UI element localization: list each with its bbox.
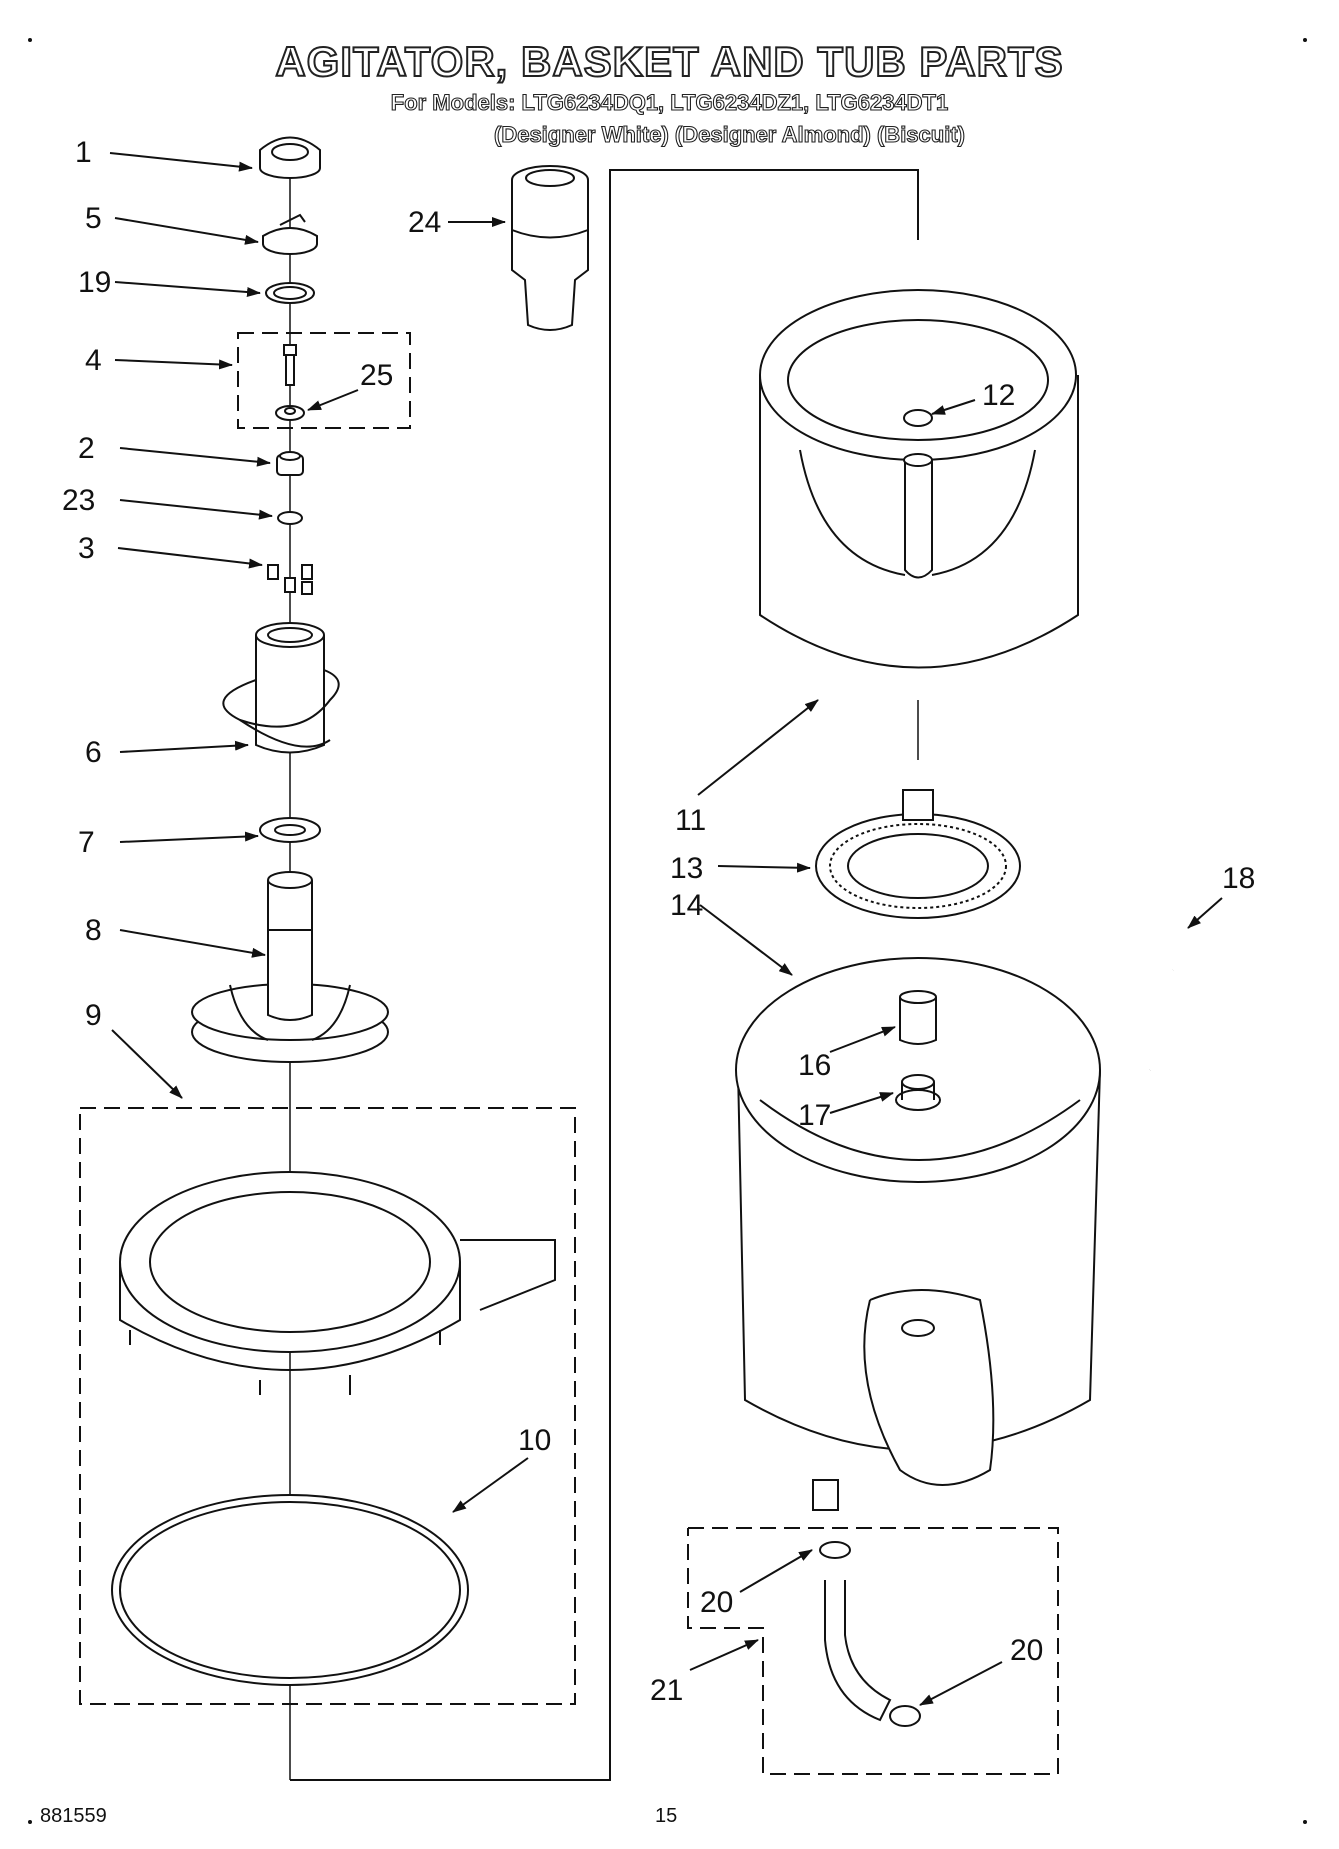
callout-17: 17 bbox=[798, 1099, 831, 1132]
callout-24: 24 bbox=[408, 206, 441, 239]
part-11-basket bbox=[759, 289, 1079, 669]
part-17-seal bbox=[895, 1074, 941, 1111]
variants-line: (Designer White) (Designer Almond) (Bisc… bbox=[493, 121, 965, 147]
callout-14: 14 bbox=[670, 889, 703, 922]
part-13-hub bbox=[815, 789, 1021, 919]
part-6-auger bbox=[222, 622, 340, 754]
part-8-agitator-base bbox=[191, 871, 389, 1063]
callout-3: 3 bbox=[78, 532, 95, 565]
callout-12: 12 bbox=[982, 379, 1015, 412]
callout-19: 19 bbox=[78, 266, 111, 299]
callout-18: 18 bbox=[1222, 862, 1255, 895]
callout-2: 2 bbox=[78, 432, 95, 465]
page-number: 15 bbox=[655, 1805, 678, 1827]
part-3-dogs bbox=[267, 564, 313, 595]
part-10-ring bbox=[111, 1494, 469, 1686]
callout-13: 13 bbox=[670, 852, 703, 885]
part-20-clamp-top bbox=[819, 1541, 851, 1559]
callout-11: 11 bbox=[675, 804, 706, 837]
callout-7: 7 bbox=[78, 826, 95, 859]
part-24-dispenser bbox=[511, 165, 589, 331]
part-20-clamp-bottom bbox=[889, 1705, 921, 1727]
group-box-4-25 bbox=[237, 332, 411, 429]
callout-1: 1 bbox=[75, 136, 92, 169]
page-title: AGITATOR, BASKET AND TUB PARTS bbox=[274, 37, 1064, 86]
part-21-hose bbox=[824, 1580, 892, 1722]
group-box-20-21 bbox=[687, 1527, 1059, 1775]
callout-10: 10 bbox=[518, 1424, 551, 1457]
callout-25: 25 bbox=[360, 359, 393, 392]
part-2-coupler bbox=[276, 451, 304, 476]
callout-16: 16 bbox=[798, 1049, 831, 1082]
callout-8: 8 bbox=[85, 914, 102, 947]
models-line: For Models: LTG6234DQ1, LTG6234DZ1, LTG6… bbox=[390, 89, 949, 115]
connecting-axis-line bbox=[290, 169, 919, 1781]
part-5-cam bbox=[262, 213, 318, 255]
callout-6: 6 bbox=[85, 736, 102, 769]
part-4-bolt bbox=[283, 344, 297, 386]
callout-4: 4 bbox=[85, 344, 102, 377]
group-box-9-10 bbox=[79, 1107, 576, 1705]
callout-21: 21 bbox=[650, 1674, 683, 1707]
part-23-washer bbox=[277, 511, 303, 525]
callout-5: 5 bbox=[85, 202, 102, 235]
part-1-cap bbox=[259, 136, 321, 179]
part-14-tub bbox=[735, 957, 1101, 1511]
callout-20-bottom: 20 bbox=[1010, 1634, 1043, 1667]
callout-20-top: 20 bbox=[700, 1586, 733, 1619]
doc-number: 881559 bbox=[40, 1805, 107, 1827]
callout-9: 9 bbox=[85, 999, 102, 1032]
part-18-hose bbox=[1148, 765, 1185, 1071]
part-16-bushing bbox=[899, 990, 937, 1045]
part-9-balance-ring bbox=[119, 1171, 556, 1395]
callout-23: 23 bbox=[62, 484, 95, 517]
